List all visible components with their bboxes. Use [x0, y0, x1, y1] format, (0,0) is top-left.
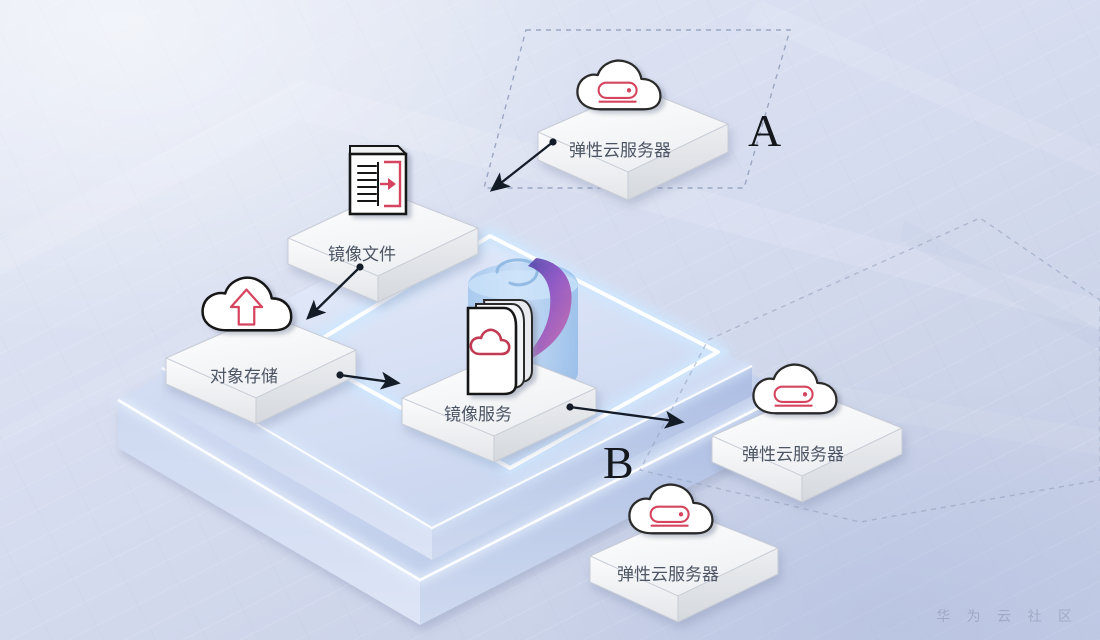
- group-a-dashed-outline: [483, 29, 791, 189]
- node-ecs-top-label: 弹性云服务器: [569, 141, 671, 161]
- watermark: 华 为 云 社 区: [936, 609, 1078, 625]
- cloud-server-icon: [576, 59, 662, 111]
- purple-swoosh-decor: [516, 258, 572, 366]
- node-obs[interactable]: [164, 313, 358, 425]
- node-obs-label: 对象存储: [210, 367, 278, 387]
- arrow-ecs-top-to-image-file: [489, 138, 557, 192]
- arrow-obs-to-ims: [336, 371, 401, 390]
- image-file-export-icon: [348, 145, 408, 216]
- glow-diamond-ring: [289, 229, 730, 475]
- arrow-ims-to-ecs-right: [566, 403, 685, 429]
- node-ecs-top[interactable]: [536, 87, 730, 201]
- node-ecs-right-label: 弹性云服务器: [742, 445, 844, 465]
- arrow-image-file-to-obs: [306, 263, 364, 320]
- group-b-dashed-outline: [638, 217, 1100, 523]
- node-ecs-bottom-label: 弹性云服务器: [617, 565, 719, 585]
- node-ims-label: 镜像服务: [444, 405, 512, 425]
- group-label-a: A: [748, 105, 781, 156]
- cloud-upload-icon: [201, 276, 293, 332]
- node-ecs-bottom[interactable]: [588, 511, 780, 623]
- cloud-server-icon: [752, 363, 838, 415]
- cloud-server-icon: [628, 483, 714, 535]
- image-stack-cloud-icon: [466, 299, 533, 396]
- group-label-b: B: [603, 437, 634, 488]
- background-iso-stripes: [0, 0, 1100, 455]
- node-image-file-label: 镜像文件: [328, 245, 396, 265]
- node-image-file[interactable]: [286, 191, 480, 303]
